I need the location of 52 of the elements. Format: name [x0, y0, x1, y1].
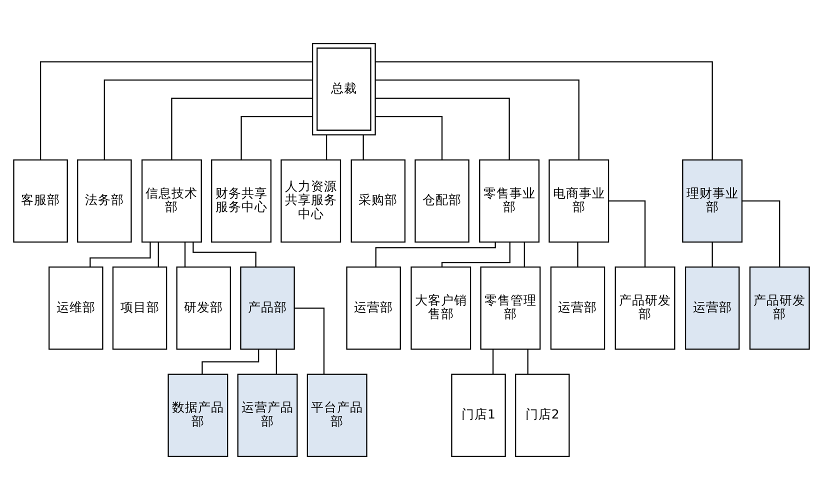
node-box: 运营部 [684, 266, 740, 350]
connector [39, 61, 312, 160]
node-box: 理财事业部 [682, 159, 742, 243]
connector [526, 349, 528, 374]
node-box: 运营产品部 [236, 374, 298, 457]
connector [711, 242, 712, 267]
connector [374, 61, 712, 160]
connector [294, 308, 324, 374]
node-box: 零售事业部 [478, 159, 540, 243]
node-box: 法务部 [76, 159, 132, 243]
connector [440, 242, 510, 268]
connector [184, 242, 186, 267]
node-box: 大客户销售部 [410, 266, 471, 350]
node-box: 运维部 [48, 266, 103, 350]
node-box: 总裁 [312, 43, 376, 136]
node-box: 数据产品部 [167, 374, 228, 457]
connector [492, 349, 494, 374]
node-box: 信息技术部 [140, 159, 202, 243]
node-box: 运营部 [346, 266, 400, 350]
connector [374, 242, 496, 267]
node-box: 产品研发部 [748, 266, 810, 350]
node-box: 采购部 [350, 159, 405, 243]
node-box: 电商事业部 [548, 159, 609, 243]
node-box: 零售管理部 [480, 266, 540, 350]
node-box: 产品研发部 [614, 266, 675, 350]
connector [374, 98, 510, 160]
node-box: 门店1 [450, 374, 506, 457]
node-box: 人力资源共享服务中心 [280, 159, 341, 243]
connector [362, 134, 364, 160]
node-box: 运营部 [550, 266, 605, 350]
node-box: 仓配部 [414, 159, 469, 243]
connector [608, 200, 646, 268]
connector [325, 134, 327, 160]
connector [240, 116, 312, 160]
node-box: 财务共享服务中心 [210, 159, 271, 243]
node-box: 平台产品部 [306, 374, 367, 457]
connector [375, 116, 442, 160]
connector [157, 242, 158, 267]
connector [742, 200, 780, 268]
connector [89, 242, 150, 267]
connector [375, 80, 579, 160]
connector [103, 80, 312, 160]
node-box: 产品部 [240, 266, 294, 350]
connector [523, 242, 524, 267]
node-box: 客服部 [12, 159, 68, 243]
connector [576, 242, 578, 267]
connector [192, 242, 256, 267]
connector [170, 98, 312, 160]
node-box: 项目部 [112, 266, 167, 350]
node-box: 研发部 [176, 266, 230, 350]
connector [275, 349, 276, 374]
node-box: 门店2 [514, 374, 570, 457]
